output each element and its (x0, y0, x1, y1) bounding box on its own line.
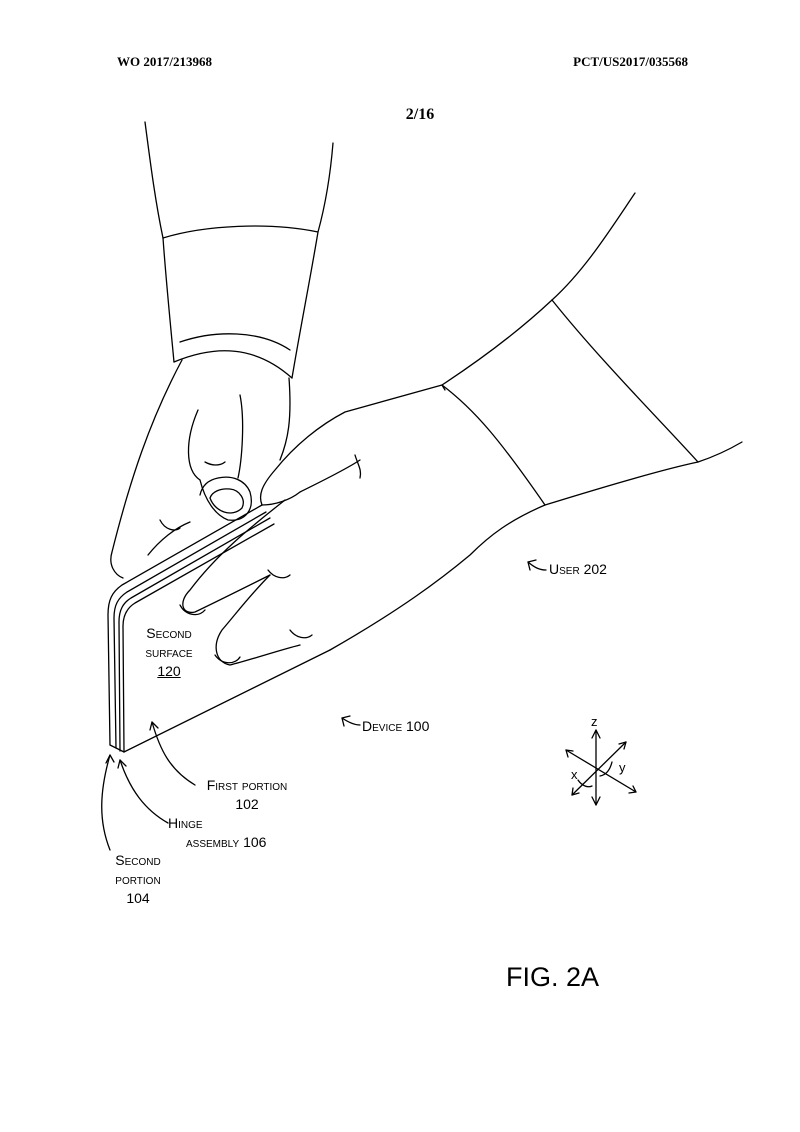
upper-cuff-bottom (173, 350, 293, 379)
lower-hand-outline (329, 504, 546, 651)
upper-sleeve-outline (317, 142, 334, 233)
lower-sleeve-outline (551, 192, 636, 301)
upper-thumbnail (209, 488, 244, 514)
device-bottom-edge-2 (109, 744, 125, 753)
upper-thumb (199, 476, 252, 521)
first-portion-leader (151, 721, 196, 786)
first-portion-leader-arrow (149, 721, 159, 731)
upper-hand-outline (279, 377, 291, 461)
y-axis (571, 741, 627, 796)
device-leader (341, 717, 361, 726)
lower-hand-thumb (261, 459, 361, 506)
device-hinge-inner-2 (118, 517, 271, 752)
lower-hand-outline (259, 384, 443, 506)
publication-number: WO 2017/213968 (117, 54, 212, 69)
second-surface-callout: Second surface 120 (145, 625, 193, 679)
x-rotation-arrow (577, 779, 593, 788)
lower-hand-knuckle (289, 629, 313, 639)
device-bottom-edge (123, 649, 331, 753)
figure-label: FIG. 2A (506, 962, 600, 992)
lower-hand-knuckle (267, 569, 291, 579)
hinge-assembly-callout: Hinge assembly 106 (168, 815, 267, 850)
lower-hand-finger (182, 499, 286, 614)
upper-cuff (162, 225, 319, 379)
device-leader-arrow (341, 715, 351, 727)
user-callout: User 202 (549, 561, 607, 577)
lower-hand-wrinkle (354, 454, 362, 479)
lower-sleeve-outline (697, 441, 743, 463)
x-axis-arrowhead-2 (628, 785, 637, 794)
upper-sleeve-outline (144, 121, 164, 239)
lower-hand-fingernail (179, 604, 206, 616)
application-number: PCT/US2017/035568 (573, 54, 688, 69)
x-axis-arrowhead (565, 749, 574, 758)
lower-hand-fingernail (214, 654, 241, 664)
z-axis-arrowhead-bottom (591, 796, 601, 806)
user-leader (527, 561, 547, 571)
lower-cuff (441, 299, 553, 506)
y-axis-label: y (619, 760, 626, 775)
upper-hand-finger (237, 394, 244, 479)
lower-hand-finger (215, 574, 301, 666)
upper-hand-knuckle (204, 461, 226, 466)
second-portion-callout: Second portion 104 (115, 852, 161, 906)
lower-cuff (544, 299, 699, 506)
hinge-leader (119, 759, 169, 824)
upper-hand-finger (187, 409, 201, 481)
device-hinge-inner-1 (113, 511, 267, 749)
z-axis-label: z (591, 714, 598, 729)
upper-cuff (162, 237, 175, 363)
z-axis-arrowhead-top (591, 729, 601, 739)
hinge-leader-arrow (117, 759, 127, 769)
y-rotation-arrow (599, 761, 613, 777)
lower-cuff-line (441, 384, 446, 391)
y-axis-arrowhead (618, 741, 627, 750)
device-first-portion-edge (122, 523, 275, 753)
upper-cuff-bottom-inner (179, 333, 291, 351)
first-portion-callout: First portion 102 (206, 777, 288, 812)
second-portion-leader-arrow (105, 754, 115, 764)
upper-hand-knuckle (159, 519, 181, 531)
second-portion-leader (101, 754, 111, 851)
device-callout: Device 100 (362, 718, 430, 734)
device-second-portion-outer (107, 504, 263, 746)
upper-hand-palm (147, 521, 191, 556)
user-leader-arrow (527, 559, 537, 571)
y-axis-arrowhead-2 (571, 787, 580, 796)
x-axis (565, 749, 637, 793)
upper-hand-outline (110, 359, 183, 579)
x-axis-label: x (571, 767, 578, 782)
sheet-number: 2/16 (405, 106, 435, 123)
